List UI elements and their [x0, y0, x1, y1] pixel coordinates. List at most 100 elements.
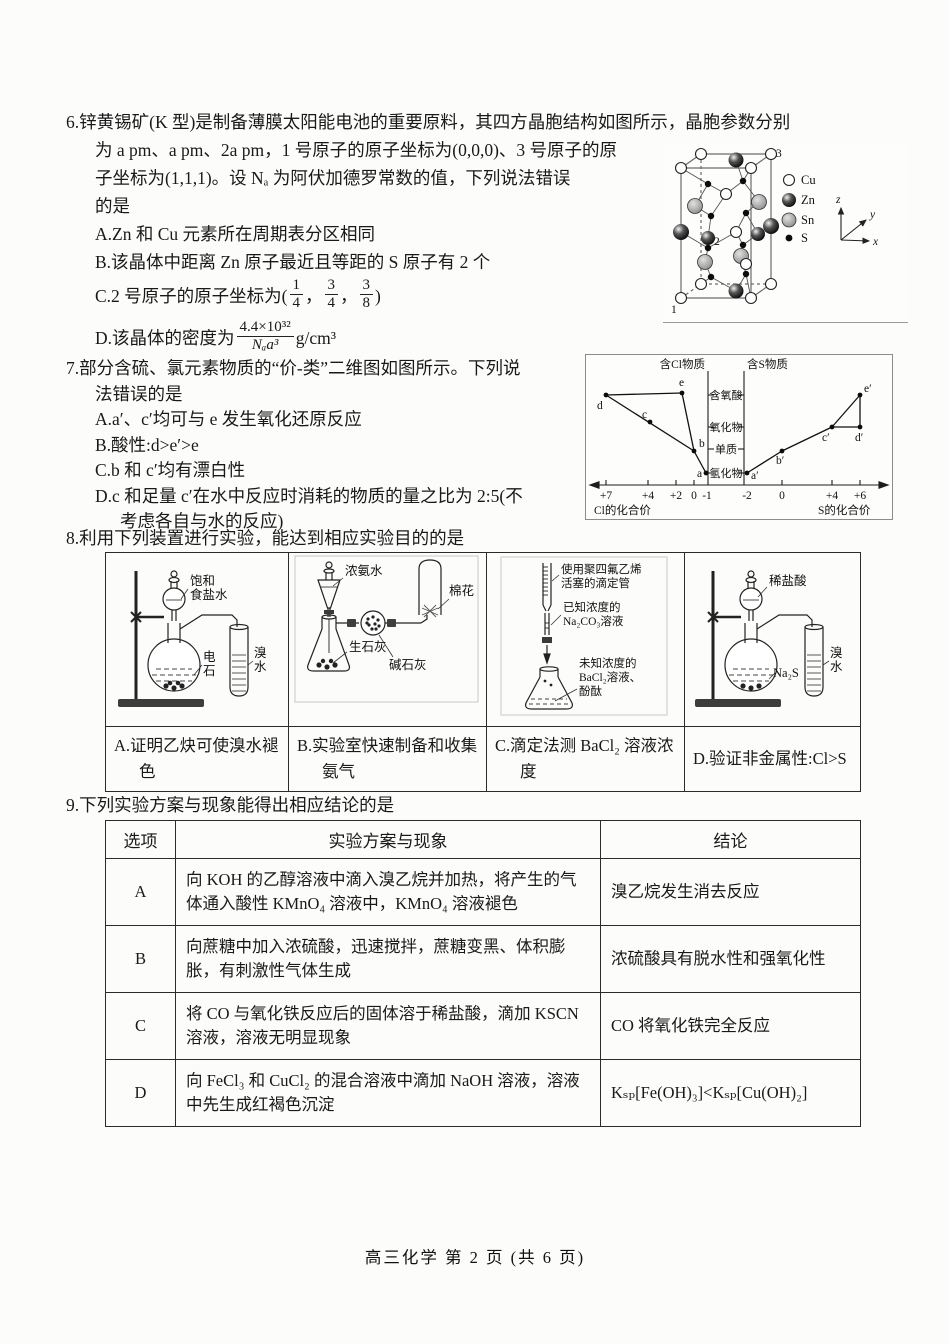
svg-text:酚酞: 酚酞: [579, 684, 602, 698]
svg-text:含Cl物质: 含Cl物质: [660, 357, 705, 371]
q6-line-3: 子坐标为(1,1,1)。设 Nₐ 为阿伏加德罗常数的值，下列说法错误: [95, 168, 571, 188]
crystal-structure-figure: 1 2 3 Cu Zn Sn S: [663, 144, 908, 323]
q7-line-1: 7.部分含硫、氯元素物质的“价-类”二维图如图所示。下列说: [66, 358, 521, 378]
q7-option-c: C.b 和 c′均有漂白性: [95, 460, 246, 480]
svg-text:S: S: [801, 231, 808, 245]
crystal-legend: Cu Zn Sn S: [781, 173, 816, 245]
svg-text:0: 0: [779, 490, 785, 502]
q8-caption-a: A.证明乙炔可使溴水褪色: [105, 726, 289, 792]
q9-row-d: D 向 FeCl₃ 和 CuCl₂ 的混合溶液中滴加 NaOH 溶液，溶液中先生…: [105, 1059, 861, 1127]
svg-text:石: 石: [203, 664, 216, 678]
svg-text:z: z: [835, 194, 841, 206]
svg-text:Sn: Sn: [801, 213, 815, 227]
apparatus-d-figure: 稀盐酸 Na₂S 溴 水: [695, 570, 843, 707]
valence-class-svg: d c e b a a′ b′ c′ d′ e′ 含氧酸 氧化物 单质 氢化物: [588, 357, 890, 517]
apparatus-a-figure: 饱和 食盐水 电 石 溴 水: [118, 570, 267, 707]
row-conclusion: CO 将氧化铁完全反应: [600, 992, 861, 1060]
chart-lines: [605, 392, 861, 474]
q9-table: 选项 实验方案与现象 结论 A 向 KOH 的乙醇溶液中滴入溴乙烷并加热，将产生…: [105, 820, 861, 1127]
svg-text:e′: e′: [864, 383, 872, 395]
svg-text:1: 1: [671, 304, 677, 316]
svg-text:稀盐酸: 稀盐酸: [769, 573, 807, 588]
question-6: 6.锌黄锡矿(K 型)是制备薄膜太阳能电池的重要原料，其四方晶胞结构如图所示，晶…: [66, 108, 908, 360]
svg-text:生石灰: 生石灰: [349, 640, 387, 654]
row-conclusion: 溴乙烷发生消去反应: [600, 858, 861, 926]
svg-text:已知浓度的: 已知浓度的: [563, 600, 621, 614]
apparatus-a-cell: 饱和 食盐水 电 石 溴 水: [105, 552, 289, 727]
svg-text:a: a: [697, 468, 702, 480]
crystal-structure-svg: 1 2 3 Cu Zn Sn S: [671, 147, 879, 316]
svg-text:溴: 溴: [254, 646, 267, 660]
svg-text:氧化物: 氧化物: [710, 420, 743, 434]
chart-top-labels: 含Cl物质 含S物质: [660, 357, 788, 371]
row-scheme: 向 FeCl₃ 和 CuCl₂ 的混合溶液中滴加 NaOH 溶液，溶液中先生成红…: [175, 1059, 601, 1127]
q7-option-a: A.a′、c′均可与 e 发生氧化还原反应: [95, 409, 362, 429]
atoms: [673, 147, 779, 305]
svg-text:-1: -1: [702, 490, 712, 502]
q7-option-d-cont: 考虑各自与水的反应): [120, 511, 284, 531]
svg-text:+7: +7: [600, 490, 612, 502]
svg-text:浓氨水: 浓氨水: [345, 564, 383, 578]
question-8: 8.利用下列装置进行实验，能达到相应实验目的的是: [66, 526, 908, 792]
row-option: D: [105, 1059, 176, 1127]
question-7: 7.部分含硫、氯元素物质的“价-类”二维图如图所示。下列说 法错误的是 A.a′…: [66, 354, 908, 535]
svg-text:c′: c′: [822, 432, 830, 444]
row-scheme: 向蔗糖中加入浓硫酸，迅速搅拌，蔗糖变黑、体积膨胀，有刺激性气体生成: [175, 925, 601, 993]
axis-name-labels: Cl的化合价 S的化合价: [594, 503, 871, 517]
q9-row-a: A 向 KOH 的乙醇溶液中滴入溴乙烷并加热，将产生的气体通入酸性 KMnO₄ …: [105, 858, 861, 926]
svg-text:a′: a′: [751, 470, 759, 482]
row-scheme: 向 KOH 的乙醇溶液中滴入溴乙烷并加热，将产生的气体通入酸性 KMnO₄ 溶液…: [175, 858, 601, 926]
page-footer: 高三化学 第 2 页 (共 6 页): [364, 1248, 586, 1267]
svg-text:y: y: [869, 209, 876, 221]
atom-number-labels: 1 2 3: [671, 148, 782, 316]
row-conclusion: 浓硫酸具有脱水性和强氧化性: [600, 925, 861, 993]
svg-text:+4: +4: [826, 490, 838, 502]
svg-text:饱和: 饱和: [190, 573, 215, 588]
svg-text:2: 2: [714, 236, 720, 248]
svg-text:未知浓度的: 未知浓度的: [579, 656, 637, 670]
svg-text:单质: 单质: [715, 443, 737, 456]
row-conclusion: Kₛₚ[Fe(OH)₃]<Kₛₚ[Cu(OH)₂]: [600, 1059, 861, 1127]
svg-text:使用聚四氟乙烯: 使用聚四氟乙烯: [561, 562, 642, 576]
svg-text:溴: 溴: [830, 646, 843, 660]
q6-option-a: A.Zn 和 Cu 元素所在周期表分区相同: [95, 224, 375, 244]
q9-header-conclusion: 结论: [600, 820, 861, 859]
q6-line-1: 6.锌黄锡矿(K 型)是制备薄膜太阳能电池的重要原料，其四方晶胞结构如图所示，晶…: [66, 112, 791, 132]
point-labels: d c e b a a′ b′ c′ d′ e′: [597, 377, 872, 482]
q6-option-b: B.该晶体中距离 Zn 原子最近且等距的 S 原子有 2 个: [95, 252, 491, 272]
apparatus-b-figure: 浓氨水 生石灰 碱石灰 棉花: [294, 555, 479, 703]
question-9: 9.下列实验方案与现象能得出相应结论的是 选项 实验方案与现象 结论 A 向 K…: [66, 792, 908, 1127]
q8-caption-d: D.验证非金属性:Cl>S: [684, 726, 861, 792]
svg-text:c: c: [642, 409, 647, 421]
svg-text:b′: b′: [776, 455, 784, 467]
svg-text:0: 0: [691, 490, 697, 502]
category-labels: 含氧酸 氧化物 单质 氢化物: [710, 388, 743, 480]
svg-text:活塞的滴定管: 活塞的滴定管: [561, 576, 630, 590]
q9-row-c: C 将 CO 与氧化铁反应后的固体溶于稀盐酸，滴加 KSCN 溶液，溶液无明显现…: [105, 992, 861, 1060]
q7-option-d: D.c 和足量 c′在水中反应时消耗的物质的量之比为 2:5(不: [95, 485, 523, 506]
row-option: C: [105, 992, 176, 1060]
svg-text:含S物质: 含S物质: [747, 357, 788, 371]
q9-row-b: B 向蔗糖中加入浓硫酸，迅速搅拌，蔗糖变黑、体积膨胀，有刺激性气体生成 浓硫酸具…: [105, 925, 861, 993]
svg-text:+4: +4: [642, 490, 654, 502]
q6-line-4: 的是: [95, 196, 130, 216]
svg-text:+6: +6: [854, 490, 866, 502]
svg-text:3: 3: [776, 148, 782, 160]
bonds: [680, 159, 760, 299]
q8-caption-c: C.滴定法测 BaCl₂ 溶液浓度: [486, 726, 685, 792]
svg-text:Cu: Cu: [801, 173, 816, 187]
svg-text:S的化合价: S的化合价: [818, 503, 871, 517]
svg-text:e: e: [679, 377, 684, 389]
svg-text:Na₂CO₃溶液: Na₂CO₃溶液: [563, 614, 624, 628]
q8-table: 饱和 食盐水 电 石 溴 水: [105, 552, 861, 792]
svg-text:水: 水: [254, 660, 267, 674]
row-option: A: [105, 858, 176, 926]
q9-header-row: 选项 实验方案与现象 结论: [105, 820, 861, 859]
svg-text:Zn: Zn: [801, 193, 816, 207]
valence-class-chart: d c e b a a′ b′ c′ d′ e′ 含氧酸 氧化物 单质 氢化物: [585, 354, 893, 520]
svg-text:棉花: 棉花: [449, 583, 474, 598]
